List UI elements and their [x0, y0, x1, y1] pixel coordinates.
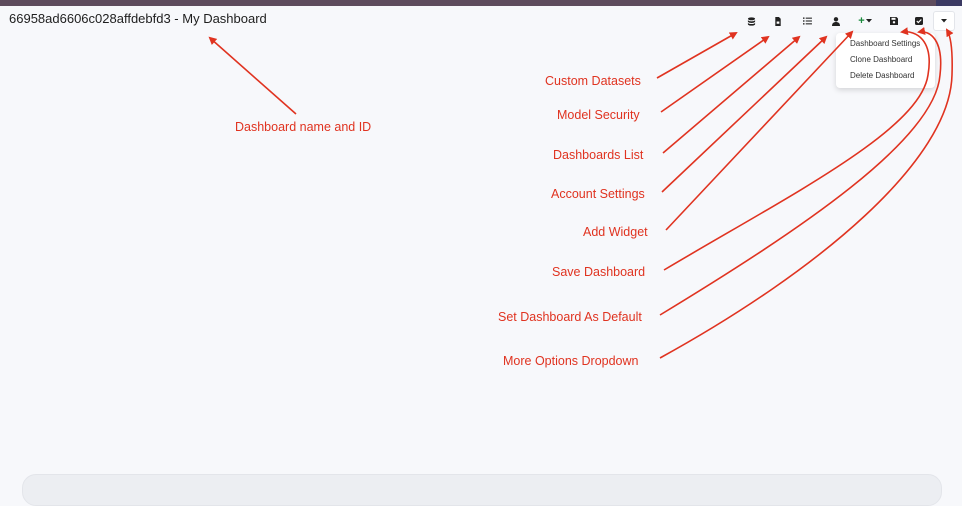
plus-icon: +	[858, 15, 865, 27]
annotation-save-dashboard: Save Dashboard	[552, 265, 646, 279]
set-default-button[interactable]	[909, 12, 929, 30]
more-options-dropdown: Dashboard Settings Clone Dashboard Delet…	[836, 33, 935, 88]
arrow-add-widget	[665, 30, 854, 231]
add-widget-button[interactable]: +	[855, 12, 875, 30]
annotation-account-settings: Account Settings	[551, 187, 645, 201]
floppy-icon	[890, 17, 898, 25]
custom-datasets-button[interactable]	[741, 12, 761, 30]
arrow-dashboard-name	[208, 36, 297, 115]
annotation-arrows	[208, 26, 954, 359]
list-icon	[802, 17, 812, 25]
dashboards-list-button[interactable]	[797, 12, 817, 30]
arrow-more-options	[659, 28, 954, 359]
window-top-bar	[0, 0, 962, 6]
arrow-dashboards-list	[662, 35, 801, 154]
annotation-more-options: More Options Dropdown	[503, 354, 639, 368]
arrow-model-security	[660, 35, 770, 113]
annotation-model-security: Model Security	[557, 108, 640, 122]
annotation-add-widget: Add Widget	[583, 225, 648, 239]
user-icon	[832, 16, 840, 26]
arrow-custom-datasets	[656, 32, 738, 79]
dashboard-title: 66958ad6606c028affdebfd3 - My Dashboard	[9, 11, 267, 26]
save-dashboard-button[interactable]	[884, 12, 904, 30]
database-icon	[747, 16, 755, 26]
annotation-dashboard-name: Dashboard name and ID	[235, 120, 372, 134]
annotation-set-default: Set Dashboard As Default	[498, 310, 642, 324]
model-security-button[interactable]	[768, 12, 788, 30]
menu-item-dashboard-settings[interactable]: Dashboard Settings	[850, 39, 921, 48]
annotation-dashboards-list: Dashboards List	[553, 148, 644, 162]
more-options-button[interactable]	[933, 11, 955, 31]
file-lock-icon	[775, 16, 781, 26]
caret-down-icon	[941, 19, 947, 23]
annotation-custom-datasets: Custom Datasets	[545, 74, 641, 88]
menu-item-clone-dashboard[interactable]: Clone Dashboard	[850, 55, 913, 64]
menu-item-delete-dashboard[interactable]: Delete Dashboard	[850, 71, 915, 80]
account-settings-button[interactable]	[826, 12, 846, 30]
dashboard-canvas-card	[22, 474, 942, 506]
arrow-save-dashboard	[663, 27, 930, 271]
arrow-account-settings	[661, 35, 828, 193]
caret-down-icon	[865, 19, 872, 23]
arrow-set-default	[659, 26, 942, 316]
check-square-icon	[915, 17, 923, 25]
window-top-bar-accent	[936, 0, 962, 6]
